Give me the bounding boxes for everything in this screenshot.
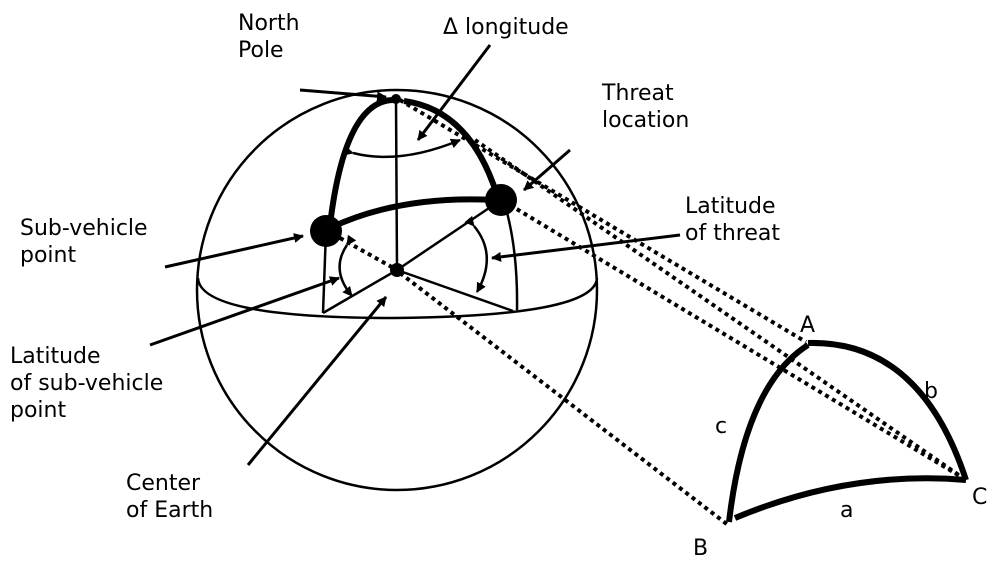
vertex-b-label: B xyxy=(693,536,709,561)
projection-threat-to-c xyxy=(508,203,965,480)
label-line: Sub-vehicle xyxy=(20,216,148,241)
threat-latitude-angle-arc xyxy=(464,215,489,293)
threat-location-pointer xyxy=(523,148,571,192)
label-line: Center xyxy=(126,471,201,496)
label-sub-vehicle-point: Sub-vehicle point xyxy=(20,215,148,269)
latitude-of-sub-vehicle-pointer xyxy=(149,276,340,347)
delta-longitude-pointer xyxy=(416,44,492,141)
label-line: Pole xyxy=(238,38,284,63)
side-b-label: b xyxy=(924,379,938,404)
delta-longitude-angle-arc xyxy=(343,138,461,159)
vertex-c-label: C xyxy=(972,485,988,510)
label-latitude-of-threat: Latitude of threat xyxy=(685,193,780,247)
north-pole-pointer xyxy=(299,88,387,102)
label-threat-location: Threat location xyxy=(602,80,689,134)
label-line: point xyxy=(20,243,77,268)
radius-threat xyxy=(396,198,502,272)
projection-pole-to-a xyxy=(398,98,808,344)
arc-pole-to-threat xyxy=(403,98,500,196)
earth-sphere xyxy=(195,88,599,492)
threat-location-dot xyxy=(485,184,517,216)
polar-axis xyxy=(394,99,399,271)
projection-sub-vehicle-to-center xyxy=(339,236,398,272)
label-north-pole: North Pole xyxy=(238,10,300,64)
side-c-label: c xyxy=(715,414,728,439)
radius-equator-left xyxy=(322,268,398,315)
label-line: of threat xyxy=(685,221,780,246)
sub-vehicle-latitude-angle-arc xyxy=(338,234,357,297)
projection-pole-to-c xyxy=(473,138,965,480)
label-line: Latitude xyxy=(685,194,776,219)
vertex-a-label: A xyxy=(800,313,816,338)
arc-pole-to-sub-vehicle xyxy=(327,97,395,226)
label-latitude-of-sub-vehicle: Latitude of sub-vehicle point xyxy=(10,343,163,424)
center-of-earth-pointer xyxy=(246,296,388,466)
projection-center-to-b xyxy=(398,271,730,527)
triangle-side-c xyxy=(726,342,810,523)
triangle-side-a xyxy=(733,475,967,521)
radius-equator-right xyxy=(396,268,514,313)
sub-vehicle-point-dot xyxy=(310,215,342,247)
latitude-of-threat-pointer xyxy=(491,233,681,262)
label-delta-longitude: Δ longitude xyxy=(443,15,569,40)
label-line: North xyxy=(238,11,300,36)
equator xyxy=(196,277,599,320)
label-line: location xyxy=(602,108,690,133)
triangle-side-b xyxy=(807,339,969,481)
label-line: Latitude xyxy=(10,344,101,369)
label-line: point xyxy=(10,398,67,423)
arc-sub-vehicle-to-threat xyxy=(328,196,496,231)
label-center-of-earth: Center of Earth xyxy=(126,470,213,524)
north-pole-dot xyxy=(391,94,401,104)
label-line: Threat xyxy=(602,81,674,106)
label-line: of Earth xyxy=(126,498,214,523)
side-a-label: a xyxy=(840,498,854,523)
sub-vehicle-pointer xyxy=(164,233,304,269)
projection-lines xyxy=(339,98,965,527)
label-line: of sub-vehicle xyxy=(10,371,164,396)
